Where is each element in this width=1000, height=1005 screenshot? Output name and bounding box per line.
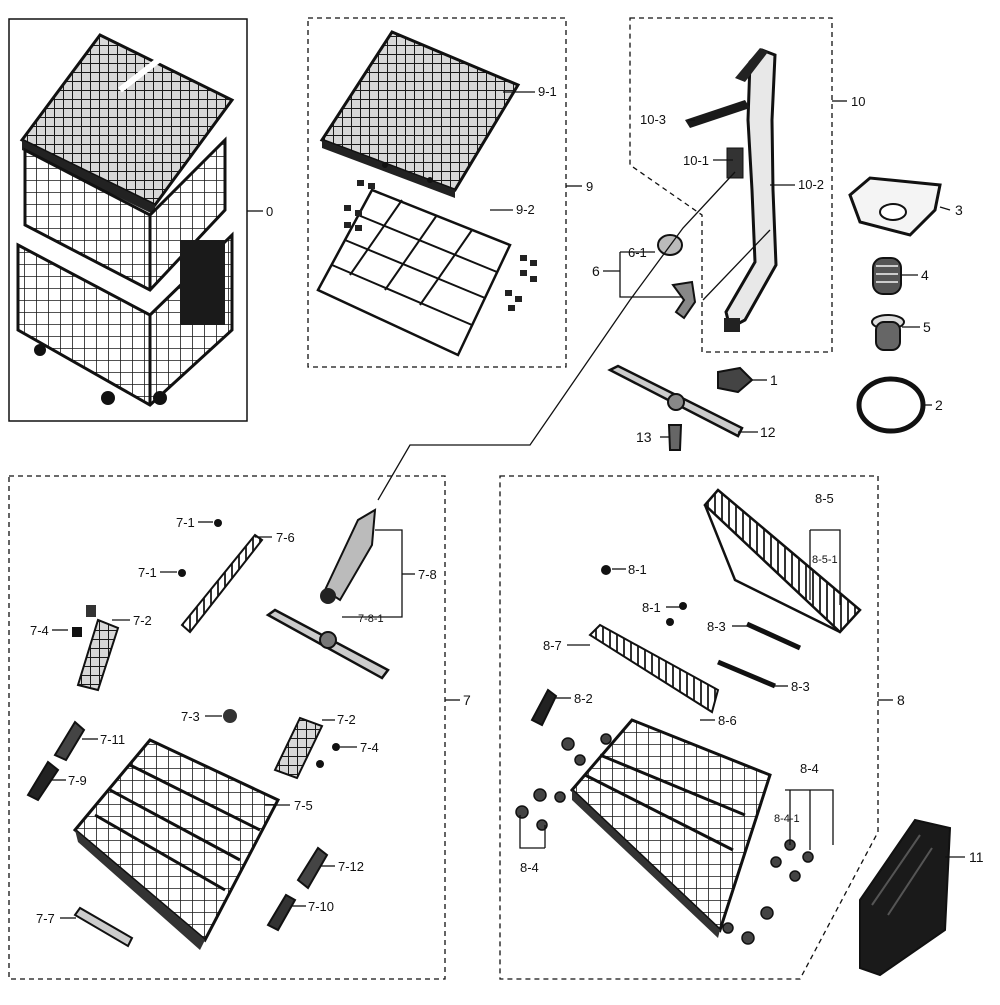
label-part-7-4-right: 7-4 [360,740,379,755]
label-part-12: 12 [760,424,776,440]
label-part-13: 13 [636,429,652,445]
label-part-8-7: 8-7 [543,638,562,653]
label-part-3: 3 [955,202,963,218]
label-part-7-11: 7-11 [100,732,125,747]
label-part-0: 0 [266,204,273,219]
label-part-9-1: 9-1 [538,84,557,99]
label-part-8-6: 8-6 [718,713,737,728]
label-part-4: 4 [921,267,929,283]
group-7-parts [26,508,390,950]
group-8-parts [515,488,862,945]
label-part-7-3: 7-3 [181,709,200,724]
label-part-7-9: 7-9 [68,773,87,788]
label-part-7-2-left: 7-2 [133,613,152,628]
label-part-7: 7 [463,692,471,708]
leader-lines [52,91,965,919]
tray-rails-illustration [316,180,537,357]
label-part-8-1-mid: 8-1 [642,600,661,615]
upper-spray-arm-illustration [685,48,778,332]
label-part-11: 11 [969,849,984,865]
filter-5-illustration [871,314,905,351]
label-part-1: 1 [770,372,778,388]
label-part-8-5: 8-5 [815,491,834,506]
label-part-10-1: 10-1 [683,153,709,168]
label-part-9: 9 [586,179,593,194]
label-part-7-1-bottom: 7-1 [138,565,157,580]
label-part-7-10: 7-10 [308,899,334,914]
label-part-8-3-bottom: 8-3 [791,679,810,694]
label-part-10: 10 [851,94,865,109]
label-part-7-7: 7-7 [36,911,55,926]
cutlery-tray-illustration [319,30,521,198]
label-part-7-12: 7-12 [338,859,364,874]
label-part-7-6: 7-6 [276,530,295,545]
filter-4-illustration [872,257,902,295]
label-part-10-2: 10-2 [798,177,824,192]
complete-rack-assembly-illustration [16,33,235,407]
label-part-2: 2 [935,397,943,413]
label-part-8-3-top: 8-3 [707,619,726,634]
label-part-7-4-left: 7-4 [30,623,49,638]
group-7-box [8,475,446,980]
label-part-8-4-right: 8-4 [800,761,819,776]
label-part-8: 8 [897,692,905,708]
ring-2-illustration [856,376,926,434]
label-part-8-4-1: 8-4-1 [774,813,800,825]
group-8-box [499,475,879,980]
label-part-8-4-left: 8-4 [520,860,539,875]
label-part-8-2: 8-2 [574,691,593,706]
label-part-8-1-top: 8-1 [628,562,647,577]
group-9-box [307,17,567,368]
part-11-illustration [859,818,952,977]
label-part-6-1: 6-1 [628,245,647,260]
label-part-9-2: 9-2 [516,202,535,217]
label-part-7-5: 7-5 [294,798,313,813]
label-part-7-2-right: 7-2 [337,712,356,727]
lower-spray-arm-illustration [607,364,744,438]
label-part-8-5-1: 8-5-1 [812,554,838,566]
assembly-0-box [8,18,248,422]
label-part-7-8-1: 7-8-1 [358,613,384,625]
hub-1-illustration [717,366,754,394]
label-part-7-8: 7-8 [418,567,437,582]
label-part-6: 6 [592,263,600,279]
group-10-box [629,17,833,353]
label-part-5: 5 [923,319,931,335]
connector-6-illustration [657,234,697,320]
nozzle-13-illustration [667,424,683,451]
label-part-10-3: 10-3 [640,112,666,127]
label-part-7-1-top: 7-1 [176,515,195,530]
